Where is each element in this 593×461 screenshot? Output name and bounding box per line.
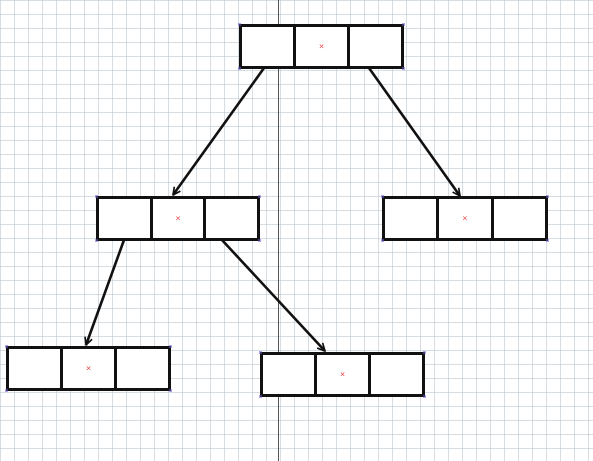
node-corner-handle	[259, 351, 262, 354]
node-corner-handle	[238, 23, 241, 26]
node-corner-handle	[402, 67, 405, 70]
node-corner-handle	[95, 195, 98, 198]
left-pointer-cell	[99, 199, 150, 238]
right-pointer-cell	[368, 355, 422, 394]
right-pointer-cell	[347, 27, 401, 66]
node-corner-handle	[423, 395, 426, 398]
center-marker-icon: ×	[339, 370, 346, 378]
vertical-guide-line	[278, 0, 279, 461]
edge-left-to-left-right	[221, 239, 325, 351]
center-marker-icon: ×	[462, 214, 468, 222]
data-cell: ×	[60, 349, 114, 388]
left-pointer-cell	[385, 199, 436, 238]
right-pointer-cell	[490, 199, 545, 238]
center-marker-icon: ×	[175, 214, 181, 222]
node-corner-handle	[95, 239, 98, 242]
node-corner-handle	[402, 23, 405, 26]
node-corner-handle	[423, 351, 426, 354]
tree-node-left-right: ×	[259, 351, 426, 398]
node-corner-handle	[381, 239, 384, 242]
node-corner-handle	[546, 195, 549, 198]
node-corner-handle	[169, 345, 172, 348]
left-pointer-cell	[9, 349, 60, 388]
data-cell: ×	[149, 199, 204, 238]
node-corner-handle	[258, 239, 261, 242]
tree-node-left: ×	[95, 195, 261, 242]
data-cell: ×	[436, 199, 490, 238]
right-pointer-cell	[114, 349, 168, 388]
node-corner-handle	[259, 395, 262, 398]
node-corner-handle	[238, 67, 241, 70]
data-cell: ×	[314, 355, 368, 394]
tree-node-root: ×	[238, 23, 405, 70]
node-corner-handle	[546, 239, 549, 242]
edge-root-to-left	[173, 67, 266, 195]
node-corner-handle	[169, 389, 172, 392]
edge-left-to-left-left	[86, 239, 126, 345]
node-corner-handle	[5, 345, 8, 348]
left-pointer-cell	[242, 27, 293, 66]
node-corner-handle	[381, 195, 384, 198]
tree-node-left-left: ×	[5, 345, 172, 392]
tree-node-right: ×	[381, 195, 549, 242]
data-cell: ×	[293, 27, 347, 66]
left-pointer-cell	[263, 355, 314, 394]
node-corner-handle	[5, 389, 8, 392]
center-marker-icon: ×	[318, 42, 325, 50]
edge-root-to-right	[367, 67, 460, 196]
node-corner-handle	[258, 195, 261, 198]
center-marker-icon: ×	[85, 364, 92, 372]
right-pointer-cell	[203, 199, 257, 238]
